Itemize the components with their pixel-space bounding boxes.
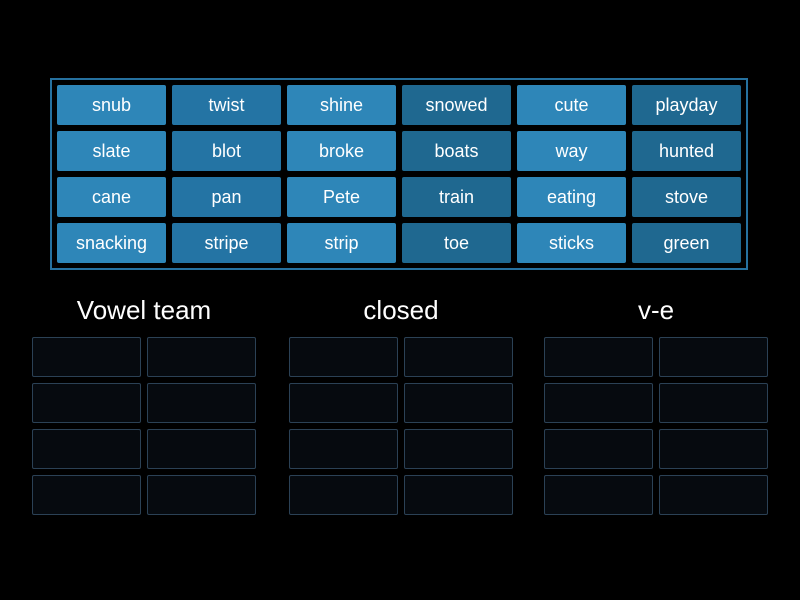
group-closed: closed <box>289 292 513 515</box>
word-tile[interactable]: strip <box>287 223 396 263</box>
drop-slot[interactable] <box>289 429 398 469</box>
word-tile[interactable]: sticks <box>517 223 626 263</box>
drop-slot[interactable] <box>32 475 141 515</box>
drop-slot[interactable] <box>147 429 256 469</box>
word-tile[interactable]: way <box>517 131 626 171</box>
word-tile[interactable]: playday <box>632 85 741 125</box>
drop-slot[interactable] <box>659 337 768 377</box>
group-header: v-e <box>637 295 675 325</box>
word-tile[interactable]: snowed <box>402 85 511 125</box>
drop-slot[interactable] <box>404 337 513 377</box>
drop-slot[interactable] <box>289 383 398 423</box>
drop-slot[interactable] <box>404 383 513 423</box>
drop-slot[interactable] <box>147 383 256 423</box>
drop-slot[interactable] <box>147 475 256 515</box>
drop-slot[interactable] <box>544 383 653 423</box>
drop-slot[interactable] <box>659 429 768 469</box>
drop-slot[interactable] <box>404 429 513 469</box>
drop-slot[interactable] <box>659 383 768 423</box>
slot-grid <box>32 337 256 515</box>
drop-slot[interactable] <box>659 475 768 515</box>
drop-slot[interactable] <box>147 337 256 377</box>
slot-grid <box>544 337 768 515</box>
word-tile[interactable]: twist <box>172 85 281 125</box>
group-header: closed <box>363 295 439 325</box>
word-tile[interactable]: blot <box>172 131 281 171</box>
word-tile[interactable]: cane <box>57 177 166 217</box>
drop-slot[interactable] <box>544 475 653 515</box>
word-tile[interactable]: Pete <box>287 177 396 217</box>
word-tile[interactable]: toe <box>402 223 511 263</box>
drop-slot[interactable] <box>404 475 513 515</box>
drop-slot[interactable] <box>544 429 653 469</box>
word-tile[interactable]: stove <box>632 177 741 217</box>
drop-slot[interactable] <box>32 383 141 423</box>
drop-slot[interactable] <box>32 337 141 377</box>
word-tile[interactable]: stripe <box>172 223 281 263</box>
word-tile[interactable]: hunted <box>632 131 741 171</box>
word-tile[interactable]: cute <box>517 85 626 125</box>
word-tile[interactable]: snacking <box>57 223 166 263</box>
word-tile[interactable]: green <box>632 223 741 263</box>
drop-slot[interactable] <box>32 429 141 469</box>
drop-slot[interactable] <box>289 475 398 515</box>
drop-slot[interactable] <box>289 337 398 377</box>
group-v-e: v-e <box>544 292 768 515</box>
word-tile[interactable]: boats <box>402 131 511 171</box>
word-tile[interactable]: train <box>402 177 511 217</box>
word-tile[interactable]: slate <box>57 131 166 171</box>
word-tile[interactable]: pan <box>172 177 281 217</box>
drop-slot[interactable] <box>544 337 653 377</box>
word-tile[interactable]: broke <box>287 131 396 171</box>
group-vowel-team: Vowel team <box>32 292 256 515</box>
word-tile[interactable]: snub <box>57 85 166 125</box>
word-tile[interactable]: shine <box>287 85 396 125</box>
group-header: Vowel team <box>76 295 212 325</box>
slot-grid <box>289 337 513 515</box>
word-tile[interactable]: eating <box>517 177 626 217</box>
